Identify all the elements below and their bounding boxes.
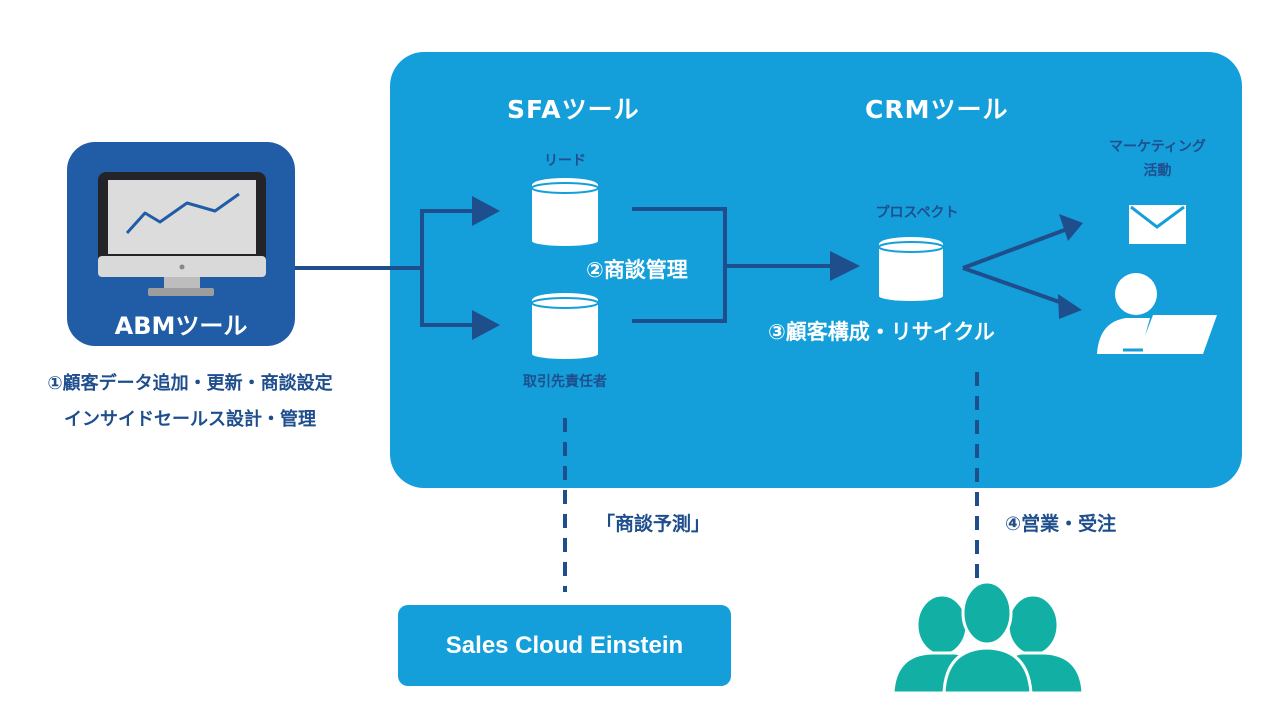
- crm-fanout-connector: [962, 226, 1071, 307]
- person-laptop-icon: [1097, 273, 1217, 354]
- sfa-tool-title: SFAツール: [507, 95, 640, 124]
- arrow-to-lead: [472, 196, 500, 226]
- lead-label: リード: [544, 153, 586, 169]
- customer-recycle-label: ③顧客構成・リサイクル: [768, 320, 995, 344]
- abm-caption-line1: ①顧客データ追加・更新・商談設定: [47, 373, 333, 394]
- envelope-icon: [1129, 205, 1186, 244]
- arrow-to-marketing: [1059, 214, 1083, 241]
- marketing-label-line1: マーケティング: [1109, 139, 1206, 155]
- arrow-to-person: [1058, 294, 1082, 319]
- sales-order-label: ④営業・受注: [1005, 513, 1117, 535]
- database-icon-contact: [531, 293, 599, 359]
- sfa-to-crm-connector: [632, 207, 832, 323]
- sales-cloud-einstein-label: Sales Cloud Einstein: [445, 631, 684, 659]
- database-icon-lead: [531, 178, 599, 246]
- database-icon-prospect: [878, 237, 944, 301]
- forecast-label: 「商談予測」: [596, 513, 711, 535]
- abm-to-sfa-connector: [295, 209, 494, 327]
- crm-tool-title: CRMツール: [865, 95, 1009, 124]
- prospect-label: プロスペクト: [875, 205, 959, 221]
- monitor-chart-icon: [98, 172, 266, 296]
- arrow-to-contact: [472, 310, 500, 340]
- sales-cloud-einstein-box: Sales Cloud Einstein: [398, 605, 731, 686]
- abm-tool-title: ABMツール: [114, 312, 248, 340]
- arrow-to-prospect: [830, 251, 860, 281]
- deal-management-label: ②商談管理: [586, 258, 688, 282]
- team-icon: [891, 580, 1085, 695]
- marketing-label-line2: 活動: [1143, 163, 1172, 179]
- abm-caption-line2: インサイドセールス設計・管理: [64, 409, 316, 430]
- tools-panel: [390, 52, 1242, 488]
- contact-label: 取引先責任者: [523, 374, 607, 390]
